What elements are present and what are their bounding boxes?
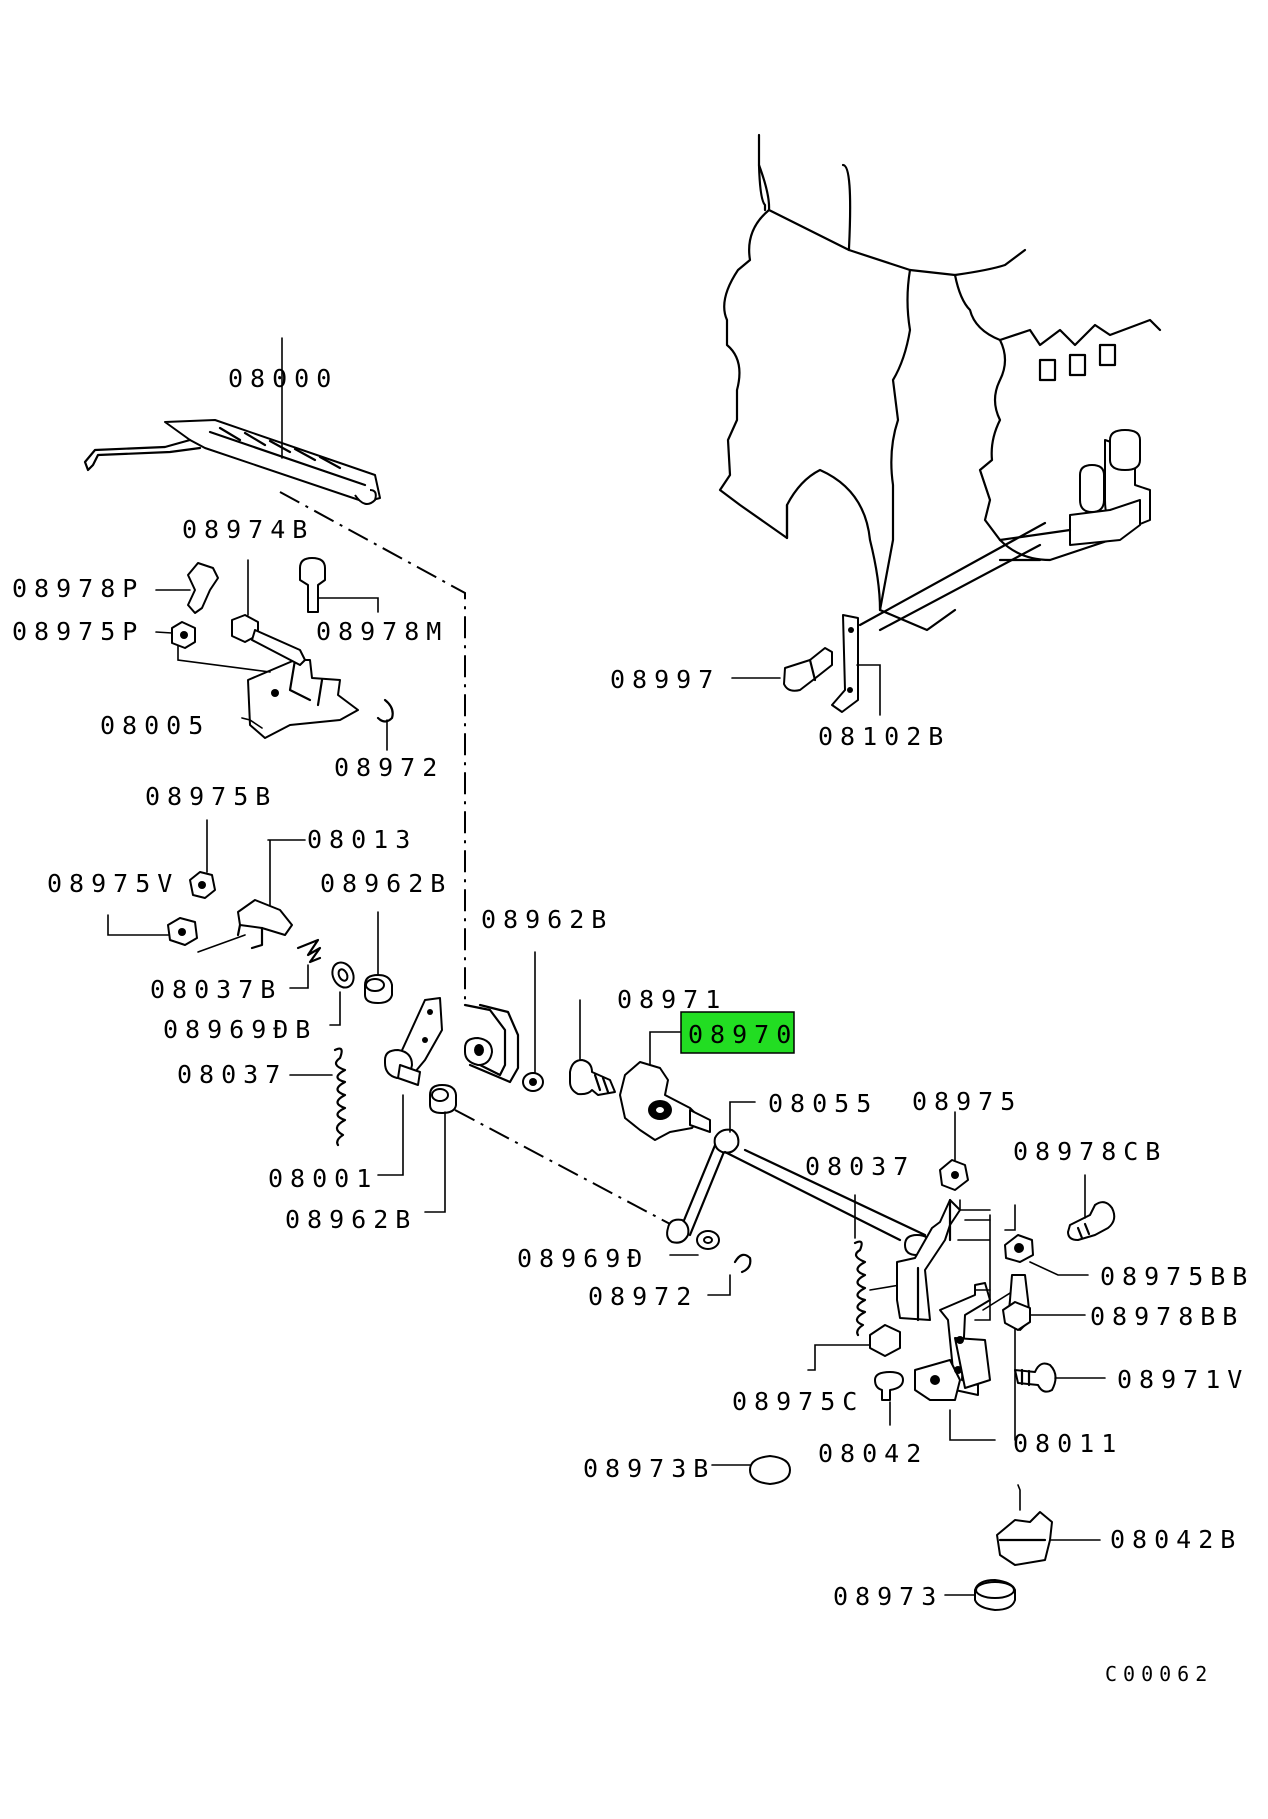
label-08037-right[interactable]: 08037 bbox=[805, 1152, 915, 1181]
label-08042B[interactable]: 08042B bbox=[1110, 1525, 1242, 1554]
label-08971V[interactable]: 08971V bbox=[1117, 1365, 1249, 1394]
label-08972-bottom[interactable]: 08972 bbox=[588, 1282, 698, 1311]
label-08013[interactable]: 08013 bbox=[307, 825, 417, 854]
pedal-link-line bbox=[279, 491, 466, 1005]
lever-08001 bbox=[377, 997, 443, 1176]
plug-08973B bbox=[711, 1455, 791, 1485]
linkage-line-2 bbox=[743, 1148, 927, 1237]
spring-08037B bbox=[289, 938, 322, 989]
bolt-08978M bbox=[299, 557, 379, 613]
label-08962B-mid[interactable]: 08962B bbox=[481, 905, 613, 934]
lever-sensor-08970 bbox=[619, 1031, 711, 1141]
label-08969D[interactable]: 08969Đ bbox=[517, 1244, 649, 1273]
label-08997[interactable]: 08997 bbox=[610, 665, 720, 694]
nut-08975B bbox=[189, 819, 216, 899]
drawing-code: C00062 bbox=[1105, 1662, 1213, 1686]
engine-block-drawing bbox=[718, 133, 1162, 632]
cushion-08042 bbox=[874, 1371, 904, 1426]
label-08978BB[interactable]: 08978BB bbox=[1090, 1302, 1244, 1331]
label-08975V[interactable]: 08975V bbox=[47, 869, 179, 898]
bolt-08971 bbox=[569, 999, 616, 1096]
label-08975[interactable]: 08975 bbox=[912, 1087, 1022, 1116]
label-08042[interactable]: 08042 bbox=[818, 1439, 928, 1468]
cushion-08042B bbox=[996, 1484, 1101, 1566]
bush-08962B-left bbox=[364, 911, 393, 1004]
label-08973[interactable]: 08973 bbox=[833, 1582, 943, 1611]
switch-08013 bbox=[197, 839, 306, 953]
highlight-08970 bbox=[680, 1011, 795, 1054]
label-08102B[interactable]: 08102B bbox=[818, 722, 950, 751]
label-08978M[interactable]: 08978M bbox=[316, 617, 448, 646]
bolt-08978CB bbox=[1067, 1174, 1116, 1241]
label-08971[interactable]: 08971 bbox=[617, 985, 727, 1014]
clip-08972-top bbox=[376, 698, 394, 751]
spring-08037-right bbox=[853, 1194, 901, 1337]
label-08000[interactable]: 08000 bbox=[228, 364, 338, 393]
shaft-line bbox=[454, 1109, 673, 1226]
label-08972-top[interactable]: 08972 bbox=[334, 753, 444, 782]
label-08975B[interactable]: 08975B bbox=[145, 782, 277, 811]
label-08962B-bottom[interactable]: 08962B bbox=[285, 1205, 417, 1234]
spring-08037-left bbox=[289, 1047, 347, 1147]
bolt-08971V bbox=[1014, 1362, 1106, 1393]
label-08973B[interactable]: 08973B bbox=[583, 1454, 715, 1483]
label-08975BB[interactable]: 08975BB bbox=[1100, 1262, 1254, 1291]
accelerator-pedal-08000 bbox=[83, 337, 381, 505]
label-08969DB[interactable]: 08969ĐB bbox=[163, 1015, 317, 1044]
pedal-bracket-08005 bbox=[177, 644, 359, 739]
bracket-08011 bbox=[896, 1198, 1016, 1441]
label-08011[interactable]: 08011 bbox=[1013, 1429, 1123, 1458]
bolt-08978BB bbox=[1002, 1274, 1086, 1331]
bush-08962B-bottom bbox=[424, 1084, 457, 1213]
pedal-rod bbox=[463, 1003, 520, 1084]
washer-08962B-mid bbox=[522, 951, 544, 1092]
nut-08975P bbox=[155, 621, 196, 649]
bolt-08978P bbox=[155, 562, 219, 614]
washer-08969DB bbox=[329, 961, 355, 1026]
label-08975C[interactable]: 08975C bbox=[732, 1387, 864, 1416]
label-08055[interactable]: 08055 bbox=[768, 1089, 878, 1118]
label-08962B-left[interactable]: 08962B bbox=[320, 869, 452, 898]
nut-08975BB bbox=[1004, 1234, 1089, 1276]
label-08978P[interactable]: 08978P bbox=[12, 574, 144, 603]
clip-08972-bottom bbox=[707, 1253, 752, 1296]
label-08978CB[interactable]: 08978CB bbox=[1013, 1137, 1167, 1166]
bolt-08997 bbox=[731, 647, 833, 692]
label-08975P[interactable]: 08975P bbox=[12, 617, 144, 646]
nut-08975 bbox=[939, 1111, 969, 1191]
label-08970[interactable]: 08970 bbox=[688, 1020, 798, 1049]
label-08037-left[interactable]: 08037 bbox=[177, 1060, 287, 1089]
nut-08975C bbox=[807, 1324, 901, 1371]
stay-bracket-08102B bbox=[831, 614, 881, 716]
bolt-08974B bbox=[231, 559, 306, 666]
linkage-line bbox=[723, 1150, 902, 1242]
label-08037B[interactable]: 08037B bbox=[150, 975, 282, 1004]
washer-08969D bbox=[669, 1230, 720, 1256]
rod-08055 bbox=[666, 1101, 756, 1244]
label-08974B[interactable]: 08974B bbox=[182, 515, 314, 544]
label-08005[interactable]: 08005 bbox=[100, 711, 210, 740]
label-08001[interactable]: 08001 bbox=[268, 1164, 378, 1193]
nut-08975V bbox=[107, 914, 198, 946]
plug-08973 bbox=[944, 1579, 1016, 1611]
